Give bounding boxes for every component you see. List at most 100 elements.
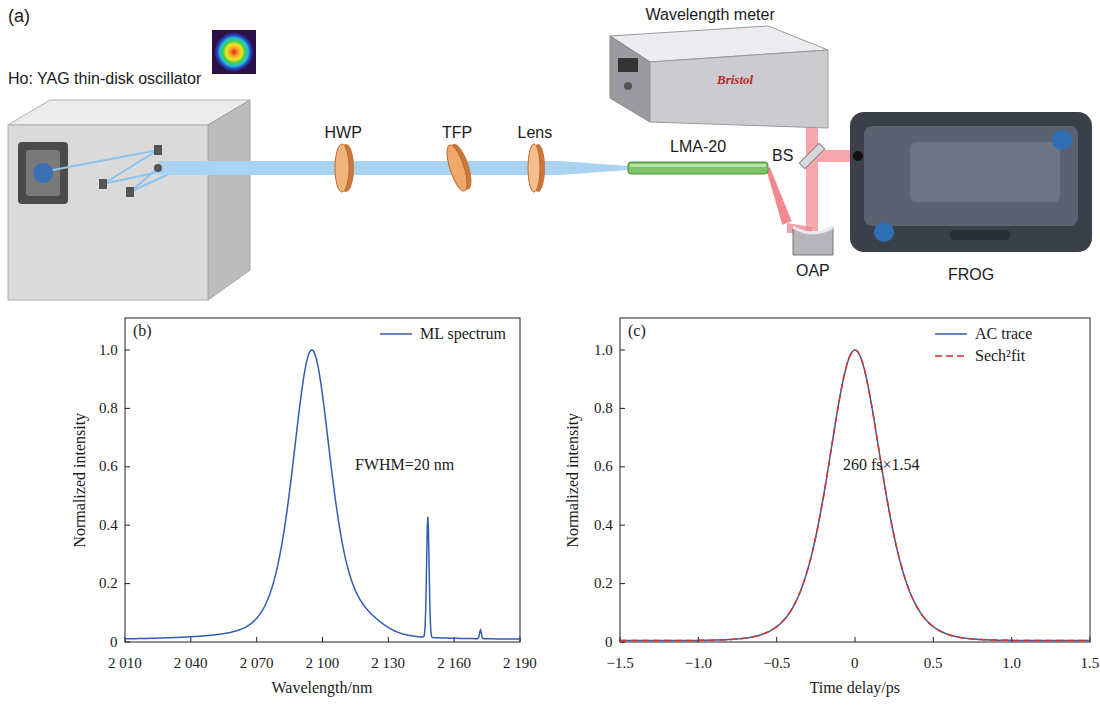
- x-tick-label: −1.5: [607, 655, 634, 672]
- laser-beam: [253, 161, 318, 175]
- plot-frame: [125, 318, 520, 642]
- legend-text: Sech²fit: [975, 347, 1025, 365]
- frog-device-drawing: [850, 112, 1092, 284]
- legend-line-sample: [380, 333, 412, 335]
- y-tick: [125, 466, 130, 467]
- x-tick-label: −1.0: [685, 655, 712, 672]
- y-tick-label: 0.8: [99, 400, 118, 417]
- axis-title: Normalized intensity: [71, 413, 89, 548]
- component-label: Lens: [518, 124, 553, 142]
- brand-logo: Bristol: [717, 73, 753, 88]
- thin-film-polarizer: TFP: [432, 124, 482, 216]
- axis-title: Time delay/ps: [810, 679, 901, 697]
- y-tick: [125, 583, 130, 584]
- y-tick: [620, 642, 625, 643]
- annotation: 260 fs×1.54: [843, 456, 920, 474]
- x-tick: [855, 637, 856, 642]
- y-tick: [125, 408, 130, 409]
- x-tick-label: 2 160: [437, 655, 471, 672]
- x-tick-label: 2 130: [371, 655, 405, 672]
- legend-line-sample: [935, 333, 967, 335]
- spectrum-curve: [125, 350, 520, 639]
- panel-letter: (b): [133, 322, 152, 340]
- legend-text: AC trace: [975, 325, 1032, 343]
- x-tick: [388, 637, 389, 642]
- x-tick-label: −0.5: [763, 655, 790, 672]
- y-tick-label: 0: [110, 634, 118, 651]
- y-tick-label: 0: [605, 634, 613, 651]
- y-tick-label: 1.0: [594, 342, 613, 359]
- laser-beam: [766, 167, 792, 224]
- component-label: BS: [772, 147, 793, 165]
- fiber: LMA-20: [628, 138, 768, 180]
- half-wave-plate: HWP: [318, 124, 368, 216]
- wavelength-meter-drawing: [590, 6, 830, 128]
- x-tick-label: 0: [851, 655, 859, 672]
- y-tick-label: 0.2: [99, 575, 118, 592]
- x-tick: [776, 637, 777, 642]
- beam-profile-image: [212, 30, 256, 74]
- x-tick-label: 0.5: [924, 655, 943, 672]
- wavelength-meter: Wavelength meter: [590, 6, 830, 128]
- component-label: Ho: YAG thin-disk oscillator: [8, 70, 201, 88]
- legend-text: ML spectrum: [420, 325, 506, 343]
- oscillator-box: Ho: YAG thin-disk oscillator: [8, 70, 253, 302]
- panel-letter: (a): [8, 6, 30, 27]
- y-tick-label: 0.2: [594, 575, 613, 592]
- legend-line-sample: [935, 355, 967, 357]
- y-tick-label: 0.4: [99, 517, 118, 534]
- component-label: OAP: [796, 262, 830, 280]
- laser-beam: [832, 150, 850, 162]
- x-tick: [1011, 637, 1012, 642]
- x-tick: [190, 637, 191, 642]
- x-tick: [322, 637, 323, 642]
- annotation: FWHM=20 nm: [355, 456, 454, 474]
- x-tick-label: 1.5: [1081, 655, 1100, 672]
- laser-beam: [806, 174, 818, 205]
- y-tick: [125, 525, 130, 526]
- x-tick-label: 1.0: [1002, 655, 1021, 672]
- x-tick-label: 2 070: [240, 655, 274, 672]
- axis-title: Wavelength/nm: [272, 679, 373, 697]
- beam-profile-spot: [214, 32, 254, 72]
- y-tick: [620, 350, 625, 351]
- laser-beam: [560, 161, 628, 175]
- y-tick: [620, 525, 625, 526]
- component-label: HWP: [325, 124, 362, 142]
- component-label: FROG: [948, 266, 994, 284]
- x-tick-label: 2 010: [108, 655, 142, 672]
- x-tick: [933, 637, 934, 642]
- x-tick-label: 2 100: [306, 655, 340, 672]
- laser-beam: [806, 128, 818, 138]
- laser-beam: [482, 161, 510, 175]
- frog-device: FROG: [850, 112, 1092, 284]
- ac-trace-curve: [620, 350, 1090, 641]
- plot-frame: [620, 318, 1090, 642]
- laser-beam: [368, 161, 432, 175]
- panel-letter: (c): [628, 322, 646, 340]
- component-label: Wavelength meter: [646, 6, 775, 24]
- x-tick: [256, 637, 257, 642]
- oscillator-box-drawing: [8, 70, 253, 302]
- component-label: LMA-20: [670, 138, 726, 156]
- y-tick: [125, 642, 130, 643]
- x-tick: [698, 637, 699, 642]
- y-tick-label: 0.6: [594, 458, 613, 475]
- sech2-fit-curve: [620, 350, 1090, 641]
- y-tick-label: 1.0: [99, 342, 118, 359]
- y-tick: [620, 466, 625, 467]
- beam-splitter: BS: [772, 138, 832, 174]
- x-tick-label: 2 190: [503, 655, 537, 672]
- x-tick-label: 2 040: [174, 655, 208, 672]
- y-tick: [125, 350, 130, 351]
- y-tick-label: 0.4: [594, 517, 613, 534]
- parabolic-mirror: OAP: [787, 205, 839, 280]
- y-tick-label: 0.8: [594, 400, 613, 417]
- y-tick: [620, 408, 625, 409]
- lens: Lens: [510, 124, 560, 216]
- axis-title: Normalized intensity: [564, 413, 582, 548]
- component-label: TFP: [442, 124, 472, 142]
- y-tick-label: 0.6: [99, 458, 118, 475]
- y-tick: [620, 583, 625, 584]
